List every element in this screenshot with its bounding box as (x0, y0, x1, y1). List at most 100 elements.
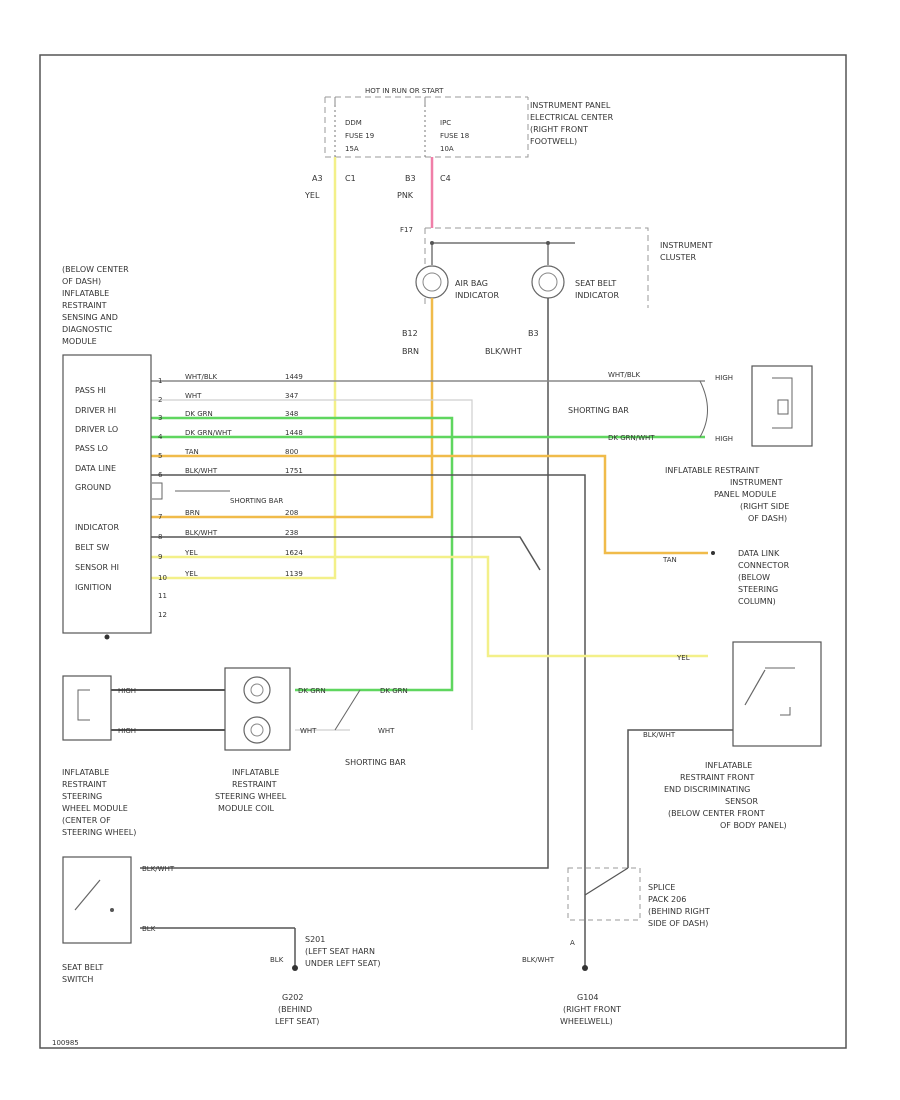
svg-text:INSTRUMENT: INSTRUMENT (730, 478, 783, 487)
svg-text:UNDER LEFT SEAT): UNDER LEFT SEAT) (305, 959, 381, 968)
svg-text:WHT/BLK: WHT/BLK (185, 373, 218, 381)
svg-text:WHT/BLK: WHT/BLK (608, 371, 641, 379)
steering-wheel-module: HIGH HIGH INFLATABLE RESTRAINT STEERING … (62, 675, 225, 837)
svg-text:BLK: BLK (142, 925, 156, 933)
sdm-shorting-bar: SHORTING BAR (230, 497, 283, 505)
wire-a3-color: YEL (304, 191, 320, 200)
splice-pack: SPLICE PACK 206 (BEHIND RIGHT SIDE OF DA… (567, 867, 710, 947)
svg-text:8: 8 (158, 533, 162, 541)
svg-text:MODULE: MODULE (62, 337, 97, 346)
data-link-connector: TAN DATA LINK CONNECTOR (BELOW STEERING … (662, 549, 790, 606)
svg-text:HIGH: HIGH (118, 687, 136, 695)
b3-pin: B3 (528, 329, 539, 338)
hot-label: HOT IN RUN OR START (365, 87, 444, 95)
seatbelt-indicator-lamp (531, 265, 565, 299)
front-end-sensor: YEL BLK/WHT INFLATABLE RESTRAINT FRONT E… (643, 641, 822, 830)
svg-text:(RIGHT FRONT: (RIGHT FRONT (563, 1005, 621, 1014)
svg-text:800: 800 (285, 448, 298, 456)
svg-text:208: 208 (285, 509, 298, 517)
svg-text:INSTRUMENT PANEL: INSTRUMENT PANEL (530, 101, 611, 110)
diagram-border (39, 54, 847, 1049)
sdm-module: (BELOW CENTER OF DASH) INFLATABLE RESTRA… (62, 265, 303, 640)
svg-text:(CENTER OF: (CENTER OF (62, 816, 111, 825)
svg-text:SENSING AND: SENSING AND (62, 313, 118, 322)
svg-text:4: 4 (158, 433, 163, 441)
svg-text:TAN: TAN (662, 556, 677, 564)
ip-center-label: INSTRUMENT PANEL ELECTRICAL CENTER (RIGH… (530, 101, 614, 146)
wire-blkwht-seatbelt (140, 298, 549, 869)
seatbelt-switch: BLK/WHT BLK SEAT BELT SWITCH (62, 856, 175, 984)
svg-text:(BELOW: (BELOW (738, 573, 770, 582)
svg-text:TAN: TAN (184, 448, 199, 456)
svg-text:RESTRAINT: RESTRAINT (232, 780, 277, 789)
wire-c4-conn: C4 (440, 174, 451, 183)
svg-text:RESTRAINT: RESTRAINT (62, 780, 107, 789)
svg-text:(LEFT SEAT HARN: (LEFT SEAT HARN (305, 947, 375, 956)
fuse-left-line3: 15A (345, 145, 359, 153)
svg-text:1139: 1139 (285, 570, 303, 578)
svg-text:348: 348 (285, 410, 298, 418)
svg-text:SENSOR: SENSOR (725, 797, 758, 806)
svg-text:BLK/WHT: BLK/WHT (643, 731, 676, 739)
ip-shorting-bar: SHORTING BAR (568, 406, 629, 415)
wire-blkwht-front-sensor (627, 729, 735, 868)
svg-text:DK GRN: DK GRN (298, 687, 326, 695)
svg-text:HIGH: HIGH (715, 374, 733, 382)
wires (140, 157, 735, 968)
svg-text:6: 6 (158, 471, 163, 479)
wire-yel-sensor-hi (148, 555, 708, 658)
svg-text:MODULE COIL: MODULE COIL (218, 804, 275, 813)
svg-text:ELECTRICAL CENTER: ELECTRICAL CENTER (530, 113, 614, 122)
b3-color: BLK/WHT (485, 347, 522, 356)
sdm-row-data-line: DATA LINE (75, 464, 116, 473)
svg-text:1624: 1624 (285, 549, 303, 557)
svg-text:INDICATOR: INDICATOR (575, 291, 619, 300)
ip-module: WHT/BLK DK GRN/WHT HIGH HIGH SHORTING BA… (568, 365, 813, 523)
svg-text:YEL: YEL (184, 570, 198, 578)
svg-text:CLUSTER: CLUSTER (660, 253, 697, 262)
svg-text:CONNECTOR: CONNECTOR (738, 561, 790, 570)
svg-text:PACK 206: PACK 206 (648, 895, 686, 904)
svg-text:1751: 1751 (285, 467, 303, 475)
svg-text:HIGH: HIGH (715, 435, 733, 443)
svg-text:INFLATABLE RESTRAINT: INFLATABLE RESTRAINT (665, 466, 759, 475)
instrument-cluster: F17 AIR BAG INDICATOR SEAT BELT INDICATO… (400, 226, 713, 356)
svg-text:BLK: BLK (270, 956, 284, 964)
fuse-box: HOT IN RUN OR START DDM FUSE 19 15A IPC … (324, 87, 529, 158)
svg-text:(BEHIND: (BEHIND (278, 1005, 312, 1014)
sdm-row-sensor-hi: SENSOR HI (75, 563, 119, 572)
svg-text:BLK/WHT: BLK/WHT (142, 865, 175, 873)
svg-text:SEAT BELT: SEAT BELT (62, 963, 103, 972)
b12-pin: B12 (402, 329, 418, 338)
wire-c1-conn: C1 (345, 174, 356, 183)
svg-text:WHT: WHT (300, 727, 317, 735)
svg-text:WHEELWELL): WHEELWELL) (560, 1017, 613, 1026)
svg-text:INDICATOR: INDICATOR (455, 291, 499, 300)
svg-text:DK GRN: DK GRN (185, 410, 213, 418)
svg-text:(RIGHT FRONT: (RIGHT FRONT (530, 125, 588, 134)
svg-text:OF DASH): OF DASH) (748, 514, 787, 523)
steering-coil: DK GRN DK GRN WHT WHT SHORTING BAR INFLA… (215, 667, 408, 813)
svg-text:WHT: WHT (185, 392, 202, 400)
sdm-row-pass-hi: PASS HI (75, 386, 106, 395)
sdm-row-belt-sw: BELT SW (75, 543, 109, 552)
svg-text:S201: S201 (305, 935, 325, 944)
svg-text:PANEL MODULE: PANEL MODULE (714, 490, 777, 499)
svg-text:BLK/WHT: BLK/WHT (185, 529, 218, 537)
wire-blkwht-belt-sw (148, 536, 541, 571)
svg-text:DK GRN/WHT: DK GRN/WHT (608, 434, 655, 442)
svg-text:(BELOW CENTER FRONT: (BELOW CENTER FRONT (668, 809, 765, 818)
wire-b3-color: PNK (397, 191, 414, 200)
svg-text:INFLATABLE: INFLATABLE (705, 761, 752, 770)
svg-text:SIDE OF DASH): SIDE OF DASH) (648, 919, 708, 928)
svg-text:BRN: BRN (185, 509, 200, 517)
svg-text:2: 2 (158, 396, 162, 404)
sdm-row-ignition: IGNITION (75, 583, 111, 592)
svg-text:INSTRUMENT: INSTRUMENT (660, 241, 713, 250)
svg-text:SPLICE: SPLICE (648, 883, 675, 892)
svg-text:3: 3 (158, 414, 162, 422)
svg-text:238: 238 (285, 529, 298, 537)
svg-text:INFLATABLE: INFLATABLE (232, 768, 279, 777)
svg-text:347: 347 (285, 392, 298, 400)
